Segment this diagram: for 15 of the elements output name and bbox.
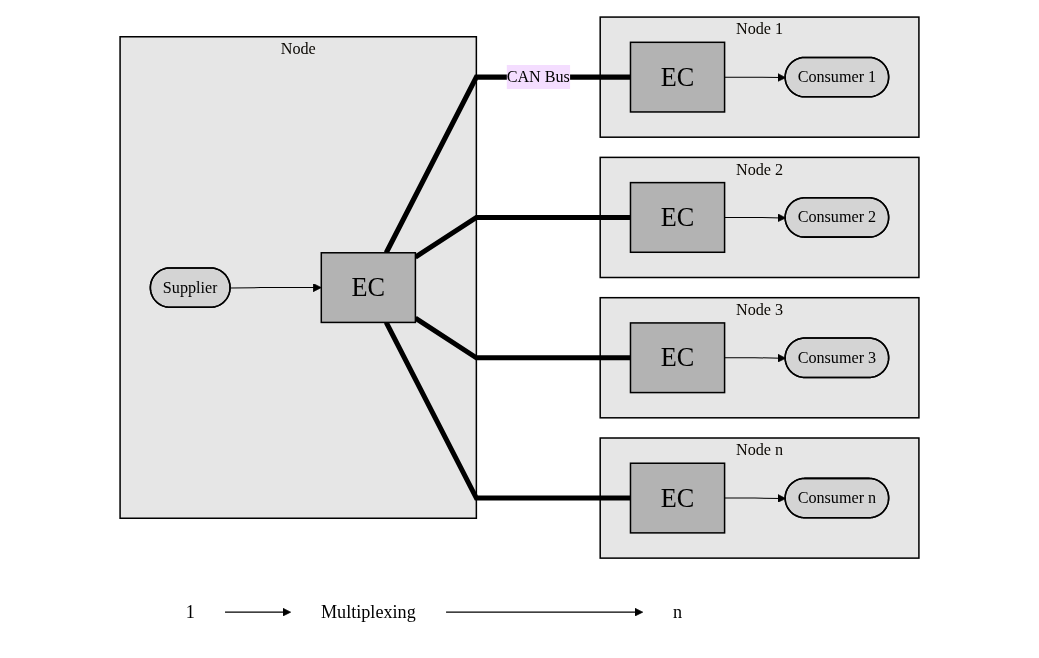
arrow (230, 283, 322, 293)
connector (414, 214, 631, 260)
node-text: 1 (185, 601, 195, 622)
node-box: EC (629, 462, 726, 534)
node-box: EC (629, 41, 726, 113)
edge-label: CAN Bus (506, 68, 570, 86)
arrow (445, 607, 644, 617)
node-box: EC (629, 181, 726, 254)
node-box: EC (320, 252, 417, 324)
connector (414, 316, 631, 361)
node-box: EC (629, 322, 726, 394)
connector (383, 321, 631, 501)
node-text: Multiplexing (320, 601, 416, 622)
node-text: n (672, 601, 683, 622)
arrow (224, 607, 292, 617)
